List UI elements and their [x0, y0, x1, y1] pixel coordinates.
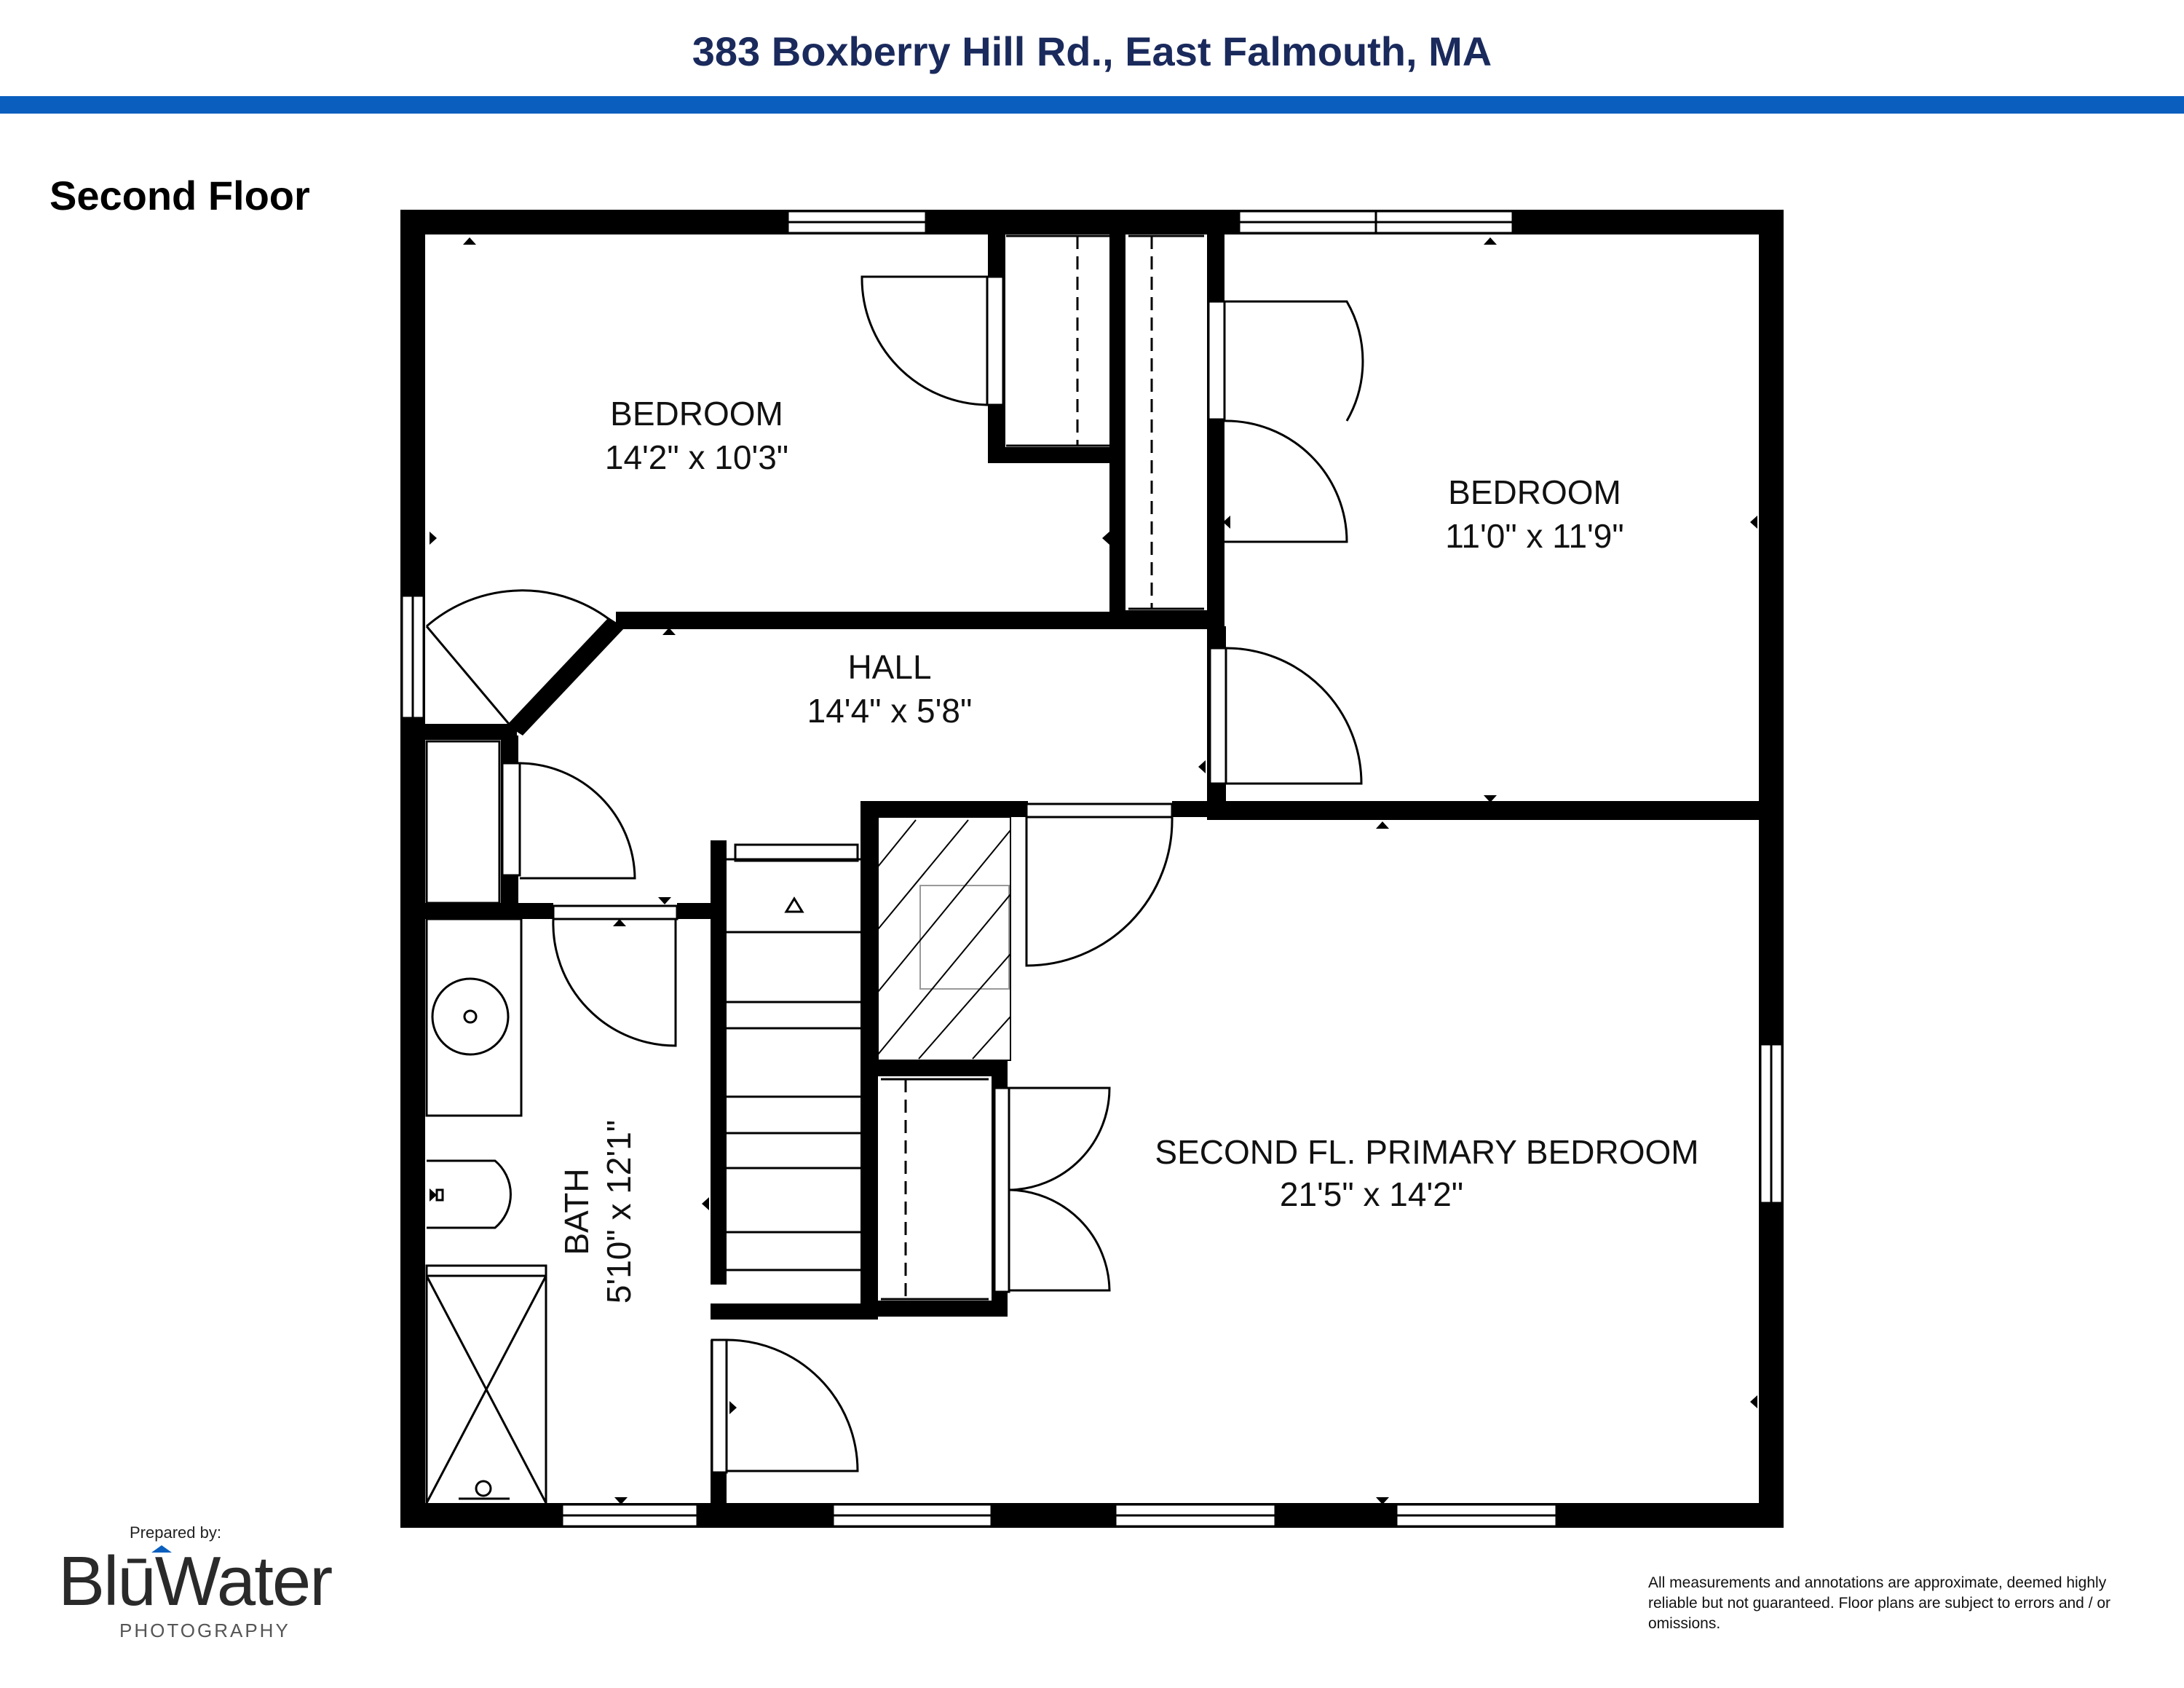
room-bath: BATH 5'10" x 12'1"	[558, 1120, 638, 1304]
room-dims: 11'0" x 11'9"	[1445, 517, 1623, 555]
floor-label: Second Floor	[50, 173, 310, 218]
bluwater-logo: BlūWater PHOTOGRAPHY	[58, 1542, 333, 1641]
page-title: 383 Boxberry Hill Rd., East Falmouth, MA	[692, 28, 1492, 74]
room-dims: 14'4" x 5'8"	[807, 692, 973, 730]
dimension-markers	[430, 237, 1757, 1504]
logo-subtitle: PHOTOGRAPHY	[119, 1620, 290, 1641]
house-roof-icon	[151, 1545, 172, 1553]
room-name: SECOND FL. PRIMARY BEDROOM	[1155, 1133, 1698, 1171]
outer-walls	[400, 210, 1784, 1528]
room-bedroom-1: BEDROOM 14'2" x 10'3"	[605, 395, 788, 476]
room-name: BATH	[558, 1168, 596, 1255]
header-rule	[0, 96, 2184, 114]
hatched-closet	[877, 816, 1011, 1061]
room-primary-bedroom: SECOND FL. PRIMARY BEDROOM 21'5" x 14'2"	[1155, 1133, 1698, 1213]
room-hall: HALL 14'4" x 5'8"	[807, 648, 973, 730]
disclaimer: All measurements and annotations are app…	[1648, 1574, 2111, 1632]
room-dims: 21'5" x 14'2"	[1280, 1175, 1463, 1213]
windows	[400, 210, 1784, 1528]
room-dims: 5'10" x 12'1"	[600, 1120, 638, 1304]
room-name: BEDROOM	[610, 395, 783, 433]
logo-wordmark: BlūWater	[58, 1542, 332, 1620]
room-bedroom-2: BEDROOM 11'0" x 11'9"	[1445, 473, 1623, 555]
stairs	[727, 843, 860, 1271]
closet-details	[425, 234, 1204, 1301]
doors	[425, 275, 1364, 1474]
room-dims: 14'2" x 10'3"	[605, 438, 788, 476]
bath-fixtures	[425, 918, 547, 1506]
prepared-by-label: Prepared by:	[130, 1523, 221, 1542]
room-name: BEDROOM	[1448, 473, 1621, 511]
room-name: HALL	[847, 648, 931, 686]
